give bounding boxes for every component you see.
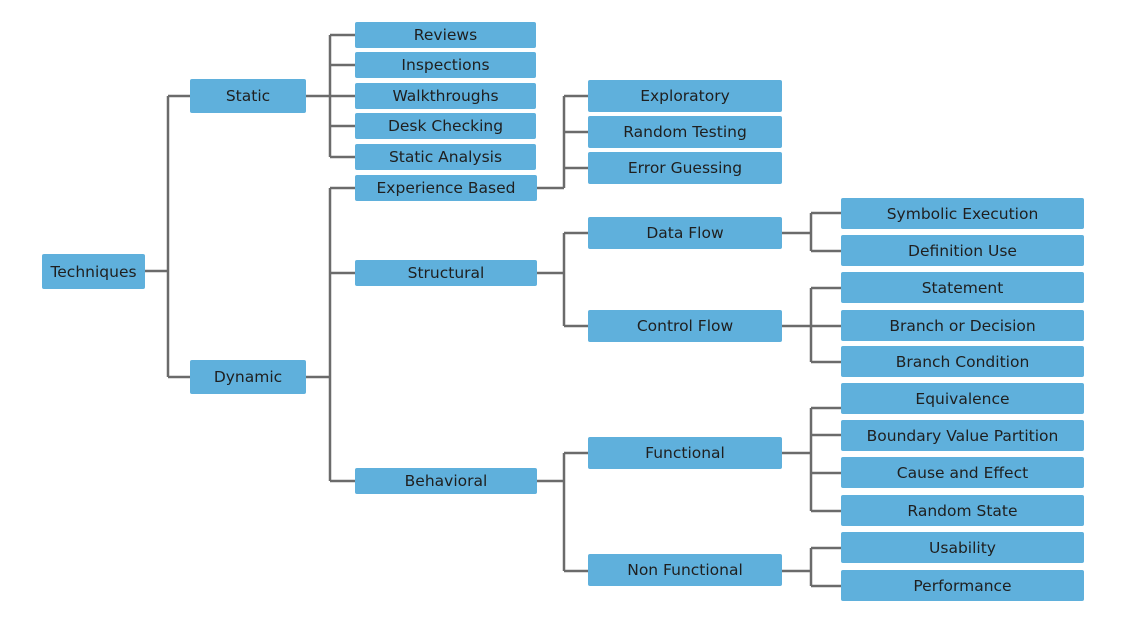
node-desk-checking: Desk Checking (355, 113, 536, 139)
node-symbolic-execution: Symbolic Execution (841, 198, 1084, 229)
node-random-testing: Random Testing (588, 116, 782, 148)
node-performance: Performance (841, 570, 1084, 601)
node-exploratory: Exploratory (588, 80, 782, 112)
node-functional: Functional (588, 437, 782, 469)
node-reviews: Reviews (355, 22, 536, 48)
node-error-guessing: Error Guessing (588, 152, 782, 184)
node-statement: Statement (841, 272, 1084, 303)
node-experience-based: Experience Based (355, 175, 537, 201)
node-inspections: Inspections (355, 52, 536, 78)
connector-experience-based (537, 94, 588, 190)
node-static-analysis: Static Analysis (355, 144, 536, 170)
connector-techniques (145, 94, 190, 379)
connector-data-flow (782, 211, 841, 253)
connector-non-functional (782, 546, 841, 588)
node-walkthroughs: Walkthroughs (355, 83, 536, 109)
connector-dynamic (306, 186, 355, 483)
node-control-flow: Control Flow (588, 310, 782, 342)
connector-behavioral (537, 451, 588, 573)
node-random-state: Random State (841, 495, 1084, 526)
node-techniques: Techniques (42, 254, 145, 289)
node-branch-or-decision: Branch or Decision (841, 310, 1084, 341)
node-equivalence: Equivalence (841, 383, 1084, 414)
node-dynamic: Dynamic (190, 360, 306, 394)
node-usability: Usability (841, 532, 1084, 563)
connector-static (306, 33, 355, 159)
node-static: Static (190, 79, 306, 113)
node-cause-and-effect: Cause and Effect (841, 457, 1084, 488)
node-data-flow: Data Flow (588, 217, 782, 249)
node-non-functional: Non Functional (588, 554, 782, 586)
node-boundary-value-partition: Boundary Value Partition (841, 420, 1084, 451)
node-structural: Structural (355, 260, 537, 286)
node-definition-use: Definition Use (841, 235, 1084, 266)
node-branch-condition: Branch Condition (841, 346, 1084, 377)
connector-control-flow (782, 286, 841, 364)
connector-structural (537, 231, 588, 328)
node-behavioral: Behavioral (355, 468, 537, 494)
connector-functional (782, 406, 841, 513)
